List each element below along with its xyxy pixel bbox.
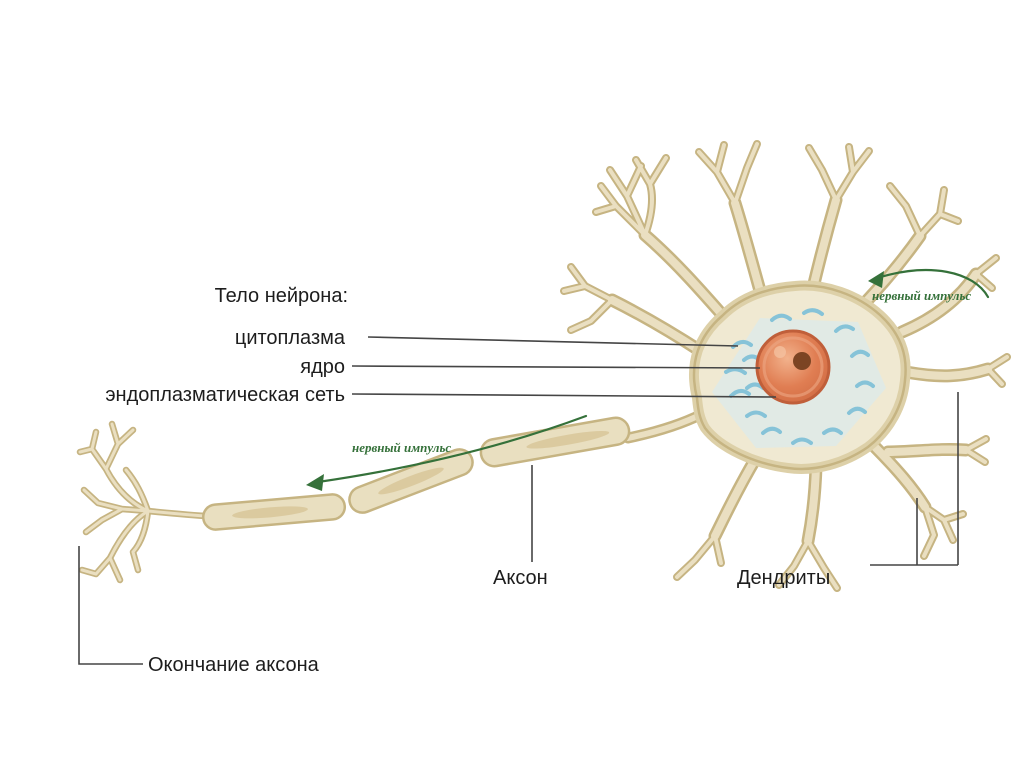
axon-label: Аксон xyxy=(493,567,548,589)
axon-segments xyxy=(201,416,631,531)
label-connector-lines xyxy=(78,336,959,665)
nucleus-shape xyxy=(755,329,831,405)
er-label: эндоплазматическая сеть xyxy=(105,384,345,406)
myelin-segment xyxy=(348,448,474,514)
impulse-arrow-top xyxy=(868,269,990,299)
soma-title-label: Тело нейрона: xyxy=(214,285,348,307)
myelin-segment xyxy=(479,416,631,468)
axon-terminal-shape xyxy=(80,424,205,580)
cytoplasm-label: цитоплазма xyxy=(234,327,345,349)
myelin-segment xyxy=(201,493,347,531)
axon-terminal-connector xyxy=(78,546,143,665)
axon-hillock xyxy=(628,414,702,438)
nucleus-highlight xyxy=(774,346,786,358)
nucleolus-shape xyxy=(793,352,811,370)
cytoplasm-region xyxy=(712,308,886,448)
dendrites-connector xyxy=(870,392,959,566)
nucleus-label: ядро xyxy=(300,356,345,378)
dendrites-label: Дендриты xyxy=(737,567,831,589)
axon-terminal-label: Окончание аксона xyxy=(148,654,319,676)
cytoplasm-connector xyxy=(367,336,739,347)
impulse-label-top: нервный импульс xyxy=(872,288,972,303)
impulse-label-mid: нервный импульс xyxy=(352,440,452,455)
er-connector xyxy=(351,393,777,398)
nucleus-connector xyxy=(351,365,761,369)
impulse-arrow-mid xyxy=(306,414,588,491)
